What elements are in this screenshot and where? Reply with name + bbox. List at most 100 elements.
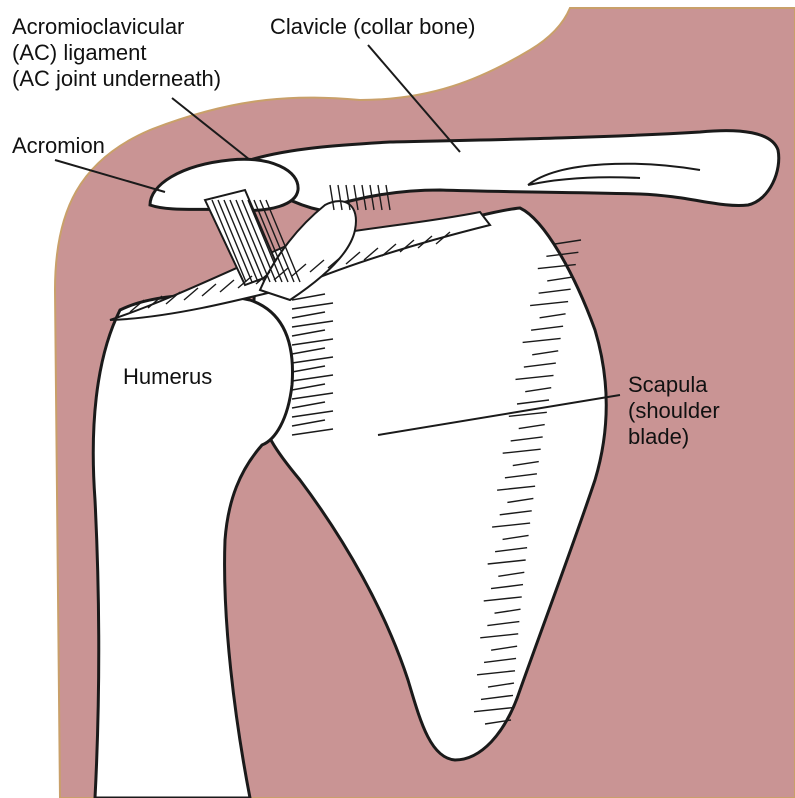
scapula-hatch-mark xyxy=(518,423,545,430)
clavicle-label: Clavicle (collar bone) xyxy=(270,14,476,39)
clavicle-hatch-mark xyxy=(353,184,359,211)
glenoid-hatch-mark xyxy=(291,320,334,328)
scapula-hatch-mark xyxy=(532,350,559,356)
scapula-hatch-mark xyxy=(483,657,517,664)
scapula-hatch-mark xyxy=(546,251,579,258)
scapula-hatch-mark xyxy=(522,337,561,344)
scapula-hatch-mark xyxy=(480,633,519,639)
scapula-hatch-mark xyxy=(512,460,539,467)
ligament-fiber-mark xyxy=(253,199,289,283)
scapula-hatch-mark xyxy=(507,497,534,504)
ligament-fiber-mark xyxy=(235,199,271,283)
capsule-fiber-mark xyxy=(399,239,415,253)
scapula-hatch-mark xyxy=(554,239,582,245)
scapula-hatch-mark xyxy=(487,682,515,688)
scapula-hatch-mark xyxy=(492,522,531,528)
capsule-fiber-mark xyxy=(435,231,451,245)
scapula-hatch-mark xyxy=(483,596,522,602)
capsule-fiber-mark xyxy=(417,235,433,249)
ligament-fiber-mark xyxy=(229,199,265,283)
clavicle-inner-contour xyxy=(527,162,701,186)
ac-ligament-label-line-2: (AC) ligament xyxy=(12,40,147,65)
clavicle-hatch-mark xyxy=(361,184,367,211)
scapula-hatch-mark xyxy=(490,583,524,590)
glenoid-hatch-mark xyxy=(291,428,334,436)
capsule-fiber-mark xyxy=(327,255,343,269)
scapula-hatch-mark xyxy=(525,387,552,393)
clavicle-hatch-mark xyxy=(345,184,351,211)
humerus-label: Humerus xyxy=(123,364,213,389)
scapula-hatch-mark xyxy=(547,276,574,282)
scapula-hatch-mark xyxy=(515,374,554,381)
ligament-fiber-mark xyxy=(223,199,259,283)
scapula-hatch-mark xyxy=(480,694,514,701)
glenoid-hatch-mark xyxy=(291,347,326,355)
acromion-bone xyxy=(148,157,300,212)
capsule-fiber-mark xyxy=(237,275,253,289)
acromion-label: Acromion xyxy=(12,133,105,158)
ligament-fiber-mark xyxy=(247,199,283,283)
bone-hatching xyxy=(129,184,582,725)
glenoid-hatch-mark xyxy=(291,392,334,400)
ligament-fiber-mark xyxy=(265,199,301,283)
scapula-hatch-mark xyxy=(484,719,512,725)
clavicle-leader xyxy=(367,44,461,153)
ac-ligament-label: Acromioclavicular (AC) ligament (AC join… xyxy=(12,14,221,92)
glenoid-hatch-mark xyxy=(291,401,326,409)
scapula-hatch-mark xyxy=(499,510,532,516)
clavicle-hatch-mark xyxy=(377,184,383,211)
scapula-hatch-mark xyxy=(523,362,556,368)
capsule-fiber-mark xyxy=(381,243,397,257)
capsule-fiber-mark xyxy=(345,251,361,265)
capsule-fiber-mark xyxy=(165,291,181,305)
glenoid-hatch-mark xyxy=(291,356,334,364)
glenoid-hatch-mark xyxy=(291,383,326,391)
glenoid-hatch-mark xyxy=(291,374,334,382)
ligament-fiber-mark xyxy=(241,199,277,283)
capsule-fiber-mark xyxy=(363,247,379,261)
ligament-fiber-mark xyxy=(217,199,253,283)
glenoid-hatch-mark xyxy=(291,329,326,337)
ac-ligament-label-line-3: (AC joint underneath) xyxy=(12,66,222,91)
scapula-label-line-2: (shoulder xyxy=(628,398,720,423)
scapula-hatch-mark xyxy=(495,546,528,553)
scapula-hatch-mark xyxy=(502,448,541,454)
scapula-label: Scapula (shoulder blade) xyxy=(628,372,720,450)
scapula-hatch-mark xyxy=(502,534,529,541)
scapula-label-line-1: Scapula xyxy=(628,372,708,397)
capsule-fiber-mark xyxy=(183,287,199,301)
capsule-fiber-mark xyxy=(129,299,145,313)
glenoid-hatch-mark xyxy=(291,365,326,373)
glenoid-hatch-mark xyxy=(291,293,326,301)
ac-ligament-label-line-1: Acromioclavicular xyxy=(12,14,185,39)
ac-ligament-leader xyxy=(171,97,251,161)
ligament-fiber-mark xyxy=(259,199,295,283)
scapula-hatch-mark xyxy=(510,436,543,442)
glenoid-hatch-mark xyxy=(291,419,326,427)
glenoid-hatch-mark xyxy=(291,338,334,346)
humerus-bone xyxy=(91,293,294,798)
scapula-hatch-mark xyxy=(498,571,525,577)
capsule-fiber-mark xyxy=(273,267,289,281)
scapula-hatch-mark xyxy=(487,559,526,565)
scapula-hatch-mark xyxy=(539,313,566,319)
scapula-hatch-mark xyxy=(530,300,569,307)
scapula-hatch-mark xyxy=(487,620,520,627)
scapula-hatch-mark xyxy=(504,473,537,479)
scapula-hatch-mark xyxy=(508,411,547,418)
glenoid-hatch-mark xyxy=(291,410,334,418)
scapula-hatch-mark xyxy=(497,485,536,491)
acromion-leader xyxy=(54,159,166,193)
clavicle-hatch-mark xyxy=(337,184,343,211)
scapula-hatch-mark xyxy=(476,670,516,676)
coracoid-process xyxy=(258,200,357,302)
scapula-leader xyxy=(377,394,621,436)
capsule-fiber-mark xyxy=(255,271,271,285)
capsule-fiber-mark xyxy=(291,263,307,277)
clavicle-hatch-mark xyxy=(369,184,375,211)
scapula-hatch-mark xyxy=(537,263,576,270)
glenoid-hatch-mark xyxy=(291,311,326,319)
capsule-fiber-mark xyxy=(219,279,235,293)
